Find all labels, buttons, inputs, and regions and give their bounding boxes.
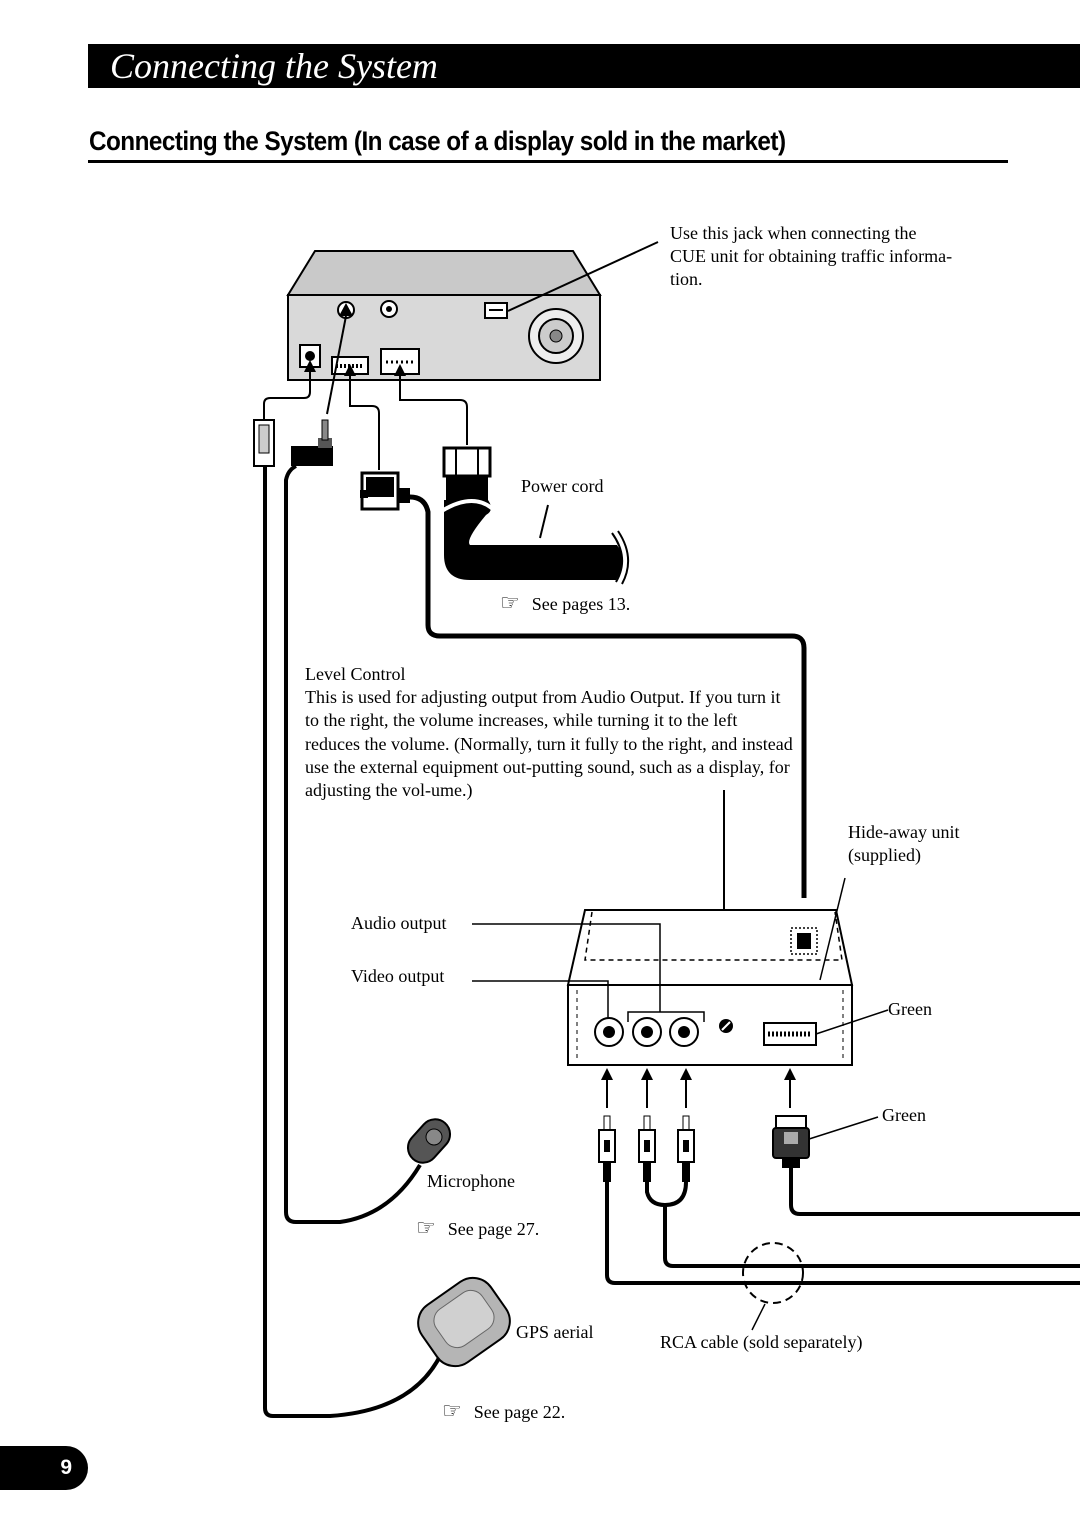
see-pages-13: ☞See pages 13. [500, 591, 631, 616]
insertion-arrows-top [304, 303, 406, 376]
rca-cable-label: RCA cable (sold separately) [660, 1332, 863, 1352]
see-page-27: ☞See page 27. [416, 1216, 540, 1241]
gps-aerial-label: GPS aerial [516, 1322, 594, 1342]
power-cord [438, 446, 629, 585]
cue-jack-note-line1: Use this jack when connecting the [670, 223, 917, 243]
cue-jack-note-line3: tion. [670, 269, 703, 289]
level-control-body: This is used for adjusting output from A… [305, 687, 793, 801]
see-page-22: ☞See page 22. [442, 1399, 566, 1424]
page-number-tab: 9 [0, 1446, 88, 1490]
video-output-label: Video output [351, 966, 445, 986]
level-control-title: Level Control [305, 664, 406, 684]
hideaway-unit-label: Hide-away unit [848, 822, 960, 842]
power-cord-label: Power cord [521, 476, 604, 496]
cue-jack-note-line2: CUE unit for obtaining traffic informa- [670, 246, 953, 266]
microphone-plug [291, 419, 333, 466]
level-control-description: Level Control This is used for adjusting… [305, 663, 795, 802]
navigation-unit [286, 250, 602, 381]
header-title: Connecting the System [110, 46, 438, 86]
hideaway-supplied-label: (supplied) [848, 845, 921, 865]
header-bar: Connecting the System [88, 44, 1080, 88]
hideaway-unit [566, 909, 854, 1066]
page-number: 9 [60, 1456, 72, 1479]
audio-output-label: Audio output [351, 913, 447, 933]
section-underline [88, 160, 1008, 163]
microphone-label: Microphone [427, 1171, 515, 1191]
reference-hand-icon: ☞ [500, 591, 520, 616]
green-connector-plug [772, 1115, 810, 1168]
section-title: Connecting the System (In case of a disp… [89, 126, 786, 156]
gps-aerial-icon [417, 1276, 511, 1368]
reference-hand-icon: ☞ [416, 1216, 436, 1241]
reference-hand-icon: ☞ [442, 1399, 462, 1424]
rca-plugs [598, 1115, 695, 1182]
microphone-icon [406, 1118, 452, 1164]
hideaway-connector [360, 471, 410, 511]
gps-plug [253, 419, 275, 467]
green-label-bottom: Green [882, 1105, 926, 1125]
green-label-top: Green [888, 999, 932, 1019]
